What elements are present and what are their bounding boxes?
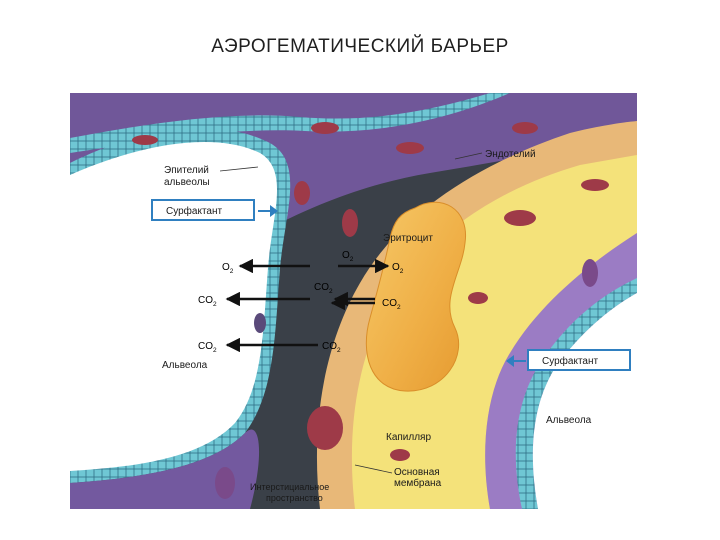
left-alveolus-air (70, 142, 278, 471)
nucleus (390, 449, 410, 461)
label-endothelium: Эндотелий (485, 149, 536, 160)
erythrocyte (365, 201, 466, 392)
slide-title: АЭРОГЕМАТИЧЕСКИЙ БАРЬЕР (211, 36, 509, 57)
right-epithelium-lining (515, 278, 637, 509)
surfactant-box-left (151, 199, 255, 221)
surfactant-right-arrow (506, 355, 526, 367)
nucleus (396, 142, 424, 154)
label-surfactant-left: Сурфактант (166, 205, 222, 217)
nucleus (512, 122, 538, 134)
label-co2-lower-right: CO2 (322, 341, 341, 354)
nucleus (311, 122, 339, 134)
aerohematic-barrier-diagram: Эпителий альвеолы Сурфактант Эндотелий Э… (70, 93, 637, 509)
surfactant-left-arrow (258, 205, 278, 217)
label-o2-top: O2 (342, 250, 354, 263)
nucleus (132, 135, 158, 145)
label-o2-right: O2 (392, 262, 404, 275)
upper-epithelium-lining (70, 93, 510, 153)
nucleus (294, 181, 310, 205)
pointer-endothelium (454, 152, 483, 160)
nucleus (504, 210, 536, 226)
nucleus (215, 467, 235, 499)
label-alveolus-left: Альвеола (162, 360, 208, 371)
nucleus (582, 259, 598, 287)
capillary-plasma (351, 155, 637, 509)
label-basement-membrane-2: мембрана (394, 477, 442, 489)
label-co2-lower-left: CO2 (198, 341, 217, 354)
label-capillary: Капилляр (386, 432, 431, 443)
nucleus (468, 292, 488, 304)
pointer-epithelium (219, 166, 259, 172)
nucleus (254, 313, 266, 333)
lower-left-wall (70, 429, 260, 509)
nucleus (307, 406, 343, 450)
right-alveolus-air (532, 293, 637, 509)
label-alveolus-right: Альвеола (546, 415, 592, 426)
surfactant-box-right (527, 349, 631, 371)
label-surfactant-right: Сурфактант (542, 355, 598, 367)
label-interstitial-1: Интерстициальное (250, 482, 329, 492)
nucleus (342, 209, 358, 237)
label-epithelium-2: альвеолы (164, 177, 210, 188)
label-erythrocyte: Эритроцит (383, 233, 433, 244)
nucleus (581, 179, 609, 191)
label-co2-left: CO2 (198, 295, 217, 308)
label-interstitial-2: пространство (266, 493, 323, 503)
label-epithelium-1: Эпителий (164, 165, 209, 176)
label-co2-top: CO2 (314, 282, 333, 295)
label-basement-membrane-1: Основная (394, 467, 440, 478)
pointer-basement-membrane (354, 464, 393, 474)
label-o2-left: O2 (222, 262, 234, 275)
label-co2-right: CO2 (382, 298, 401, 311)
